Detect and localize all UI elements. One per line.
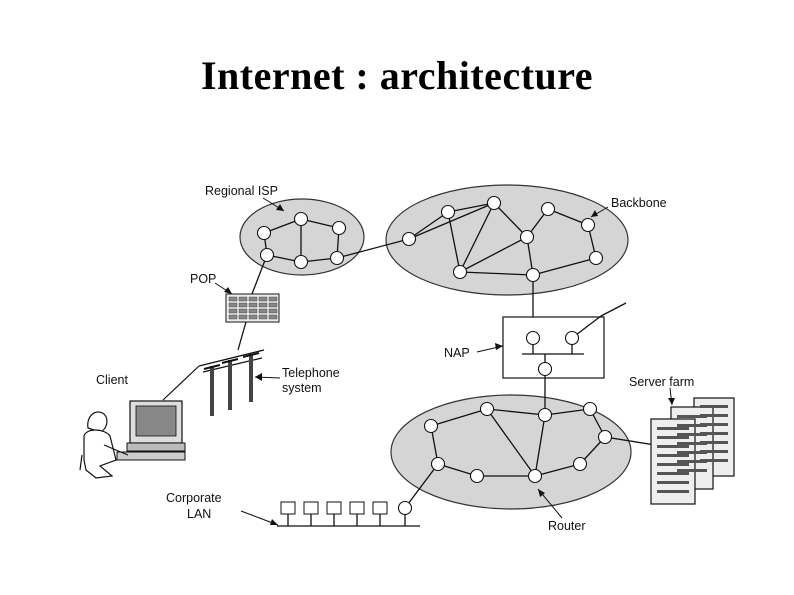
regional-network-links	[404, 408, 656, 509]
telephone-label-line2: system	[282, 381, 322, 395]
pop-modem-bank-icon	[225, 293, 280, 323]
router-label: Router	[548, 519, 586, 533]
corporate-label-line1: Corporate	[166, 491, 222, 505]
pop-label: POP	[190, 272, 216, 286]
lan-host-icon	[280, 501, 388, 515]
backbone-links	[408, 202, 597, 338]
regional-network-cloud	[390, 394, 632, 510]
corporate-lan	[277, 500, 420, 527]
corporate-label-line2: LAN	[187, 507, 211, 521]
pop-to-telephone-line	[237, 321, 247, 351]
slide-title: Internet : architecture	[200, 53, 594, 98]
nap-box	[502, 316, 605, 379]
server-farm-label: Server farm	[629, 375, 694, 389]
telephone-pole-icon	[162, 349, 265, 416]
backbone-label: Backbone	[611, 196, 667, 210]
regional-isp-label: Regional ISP	[205, 184, 278, 198]
nap-label: NAP	[444, 346, 470, 360]
label-arrows	[214, 197, 675, 526]
client-label: Client	[96, 373, 128, 387]
person-at-computer-icon	[79, 400, 186, 479]
network-nodes	[256, 195, 613, 484]
telephone-label-line1: Telephone	[282, 366, 340, 380]
server-rack-icon	[650, 397, 735, 505]
